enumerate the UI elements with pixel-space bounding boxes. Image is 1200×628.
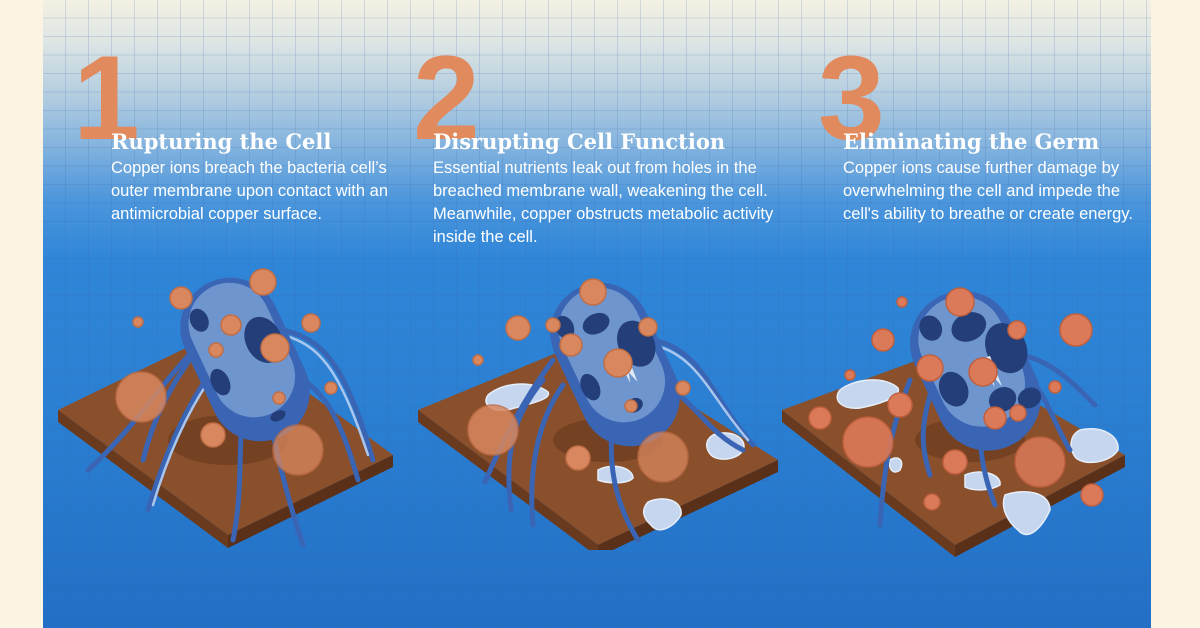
step-2: 2 Disrupting Cell Function Essential nut… <box>413 0 803 628</box>
bacteria-on-copper-surface-icon <box>58 268 393 548</box>
step-3: 3 Eliminating the Germ Copper ions cause… <box>782 0 1151 628</box>
destroyed-bacteria-icon <box>782 287 1125 557</box>
leaking-bacteria-icon <box>418 278 778 550</box>
step-number: 2 <box>413 31 480 165</box>
step-title: Eliminating the Germ <box>843 129 1100 154</box>
step-description: Copper ions breach the bacteria cell’s o… <box>111 159 388 223</box>
step-number: 1 <box>73 31 140 165</box>
step-title: Rupturing the Cell <box>111 129 332 154</box>
step-number: 3 <box>818 31 885 165</box>
infographic-panel: 1 Rupturing the Cell Copper ions breach … <box>43 0 1151 628</box>
step-description: Copper ions cause further damage by over… <box>843 159 1133 223</box>
step-1: 1 Rupturing the Cell Copper ions breach … <box>43 0 413 628</box>
step-description: Essential nutrients leak out from holes … <box>433 159 774 246</box>
step-title: Disrupting Cell Function <box>433 129 726 154</box>
